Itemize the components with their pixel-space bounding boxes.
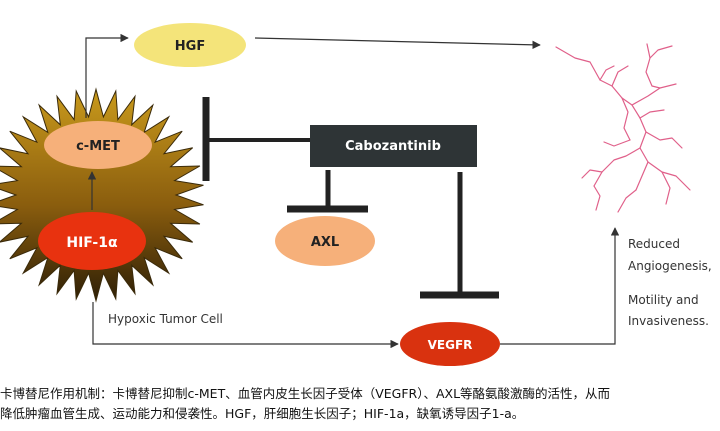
hgf-node <box>134 23 246 67</box>
connectors <box>85 33 620 349</box>
caption-line-1: 卡博替尼作用机制：卡博替尼抑制c-MET、血管内皮生长因子受体（VEGFR）、A… <box>0 386 611 401</box>
vegfr-node <box>400 322 500 366</box>
cabozantinib-box <box>310 125 477 167</box>
hgf-label: HGF <box>175 39 205 54</box>
blood-vessel-illustration <box>555 43 691 213</box>
figure-caption: 卡博替尼作用机制：卡博替尼抑制c-MET、血管内皮生长因子受体（VEGFR）、A… <box>0 384 720 424</box>
vegfr-label: VEGFR <box>428 338 473 352</box>
tumor-cell-label: Hypoxic Tumor Cell <box>108 312 223 326</box>
outcome-line-2: Angiogenesis, <box>628 259 712 273</box>
caption-line-2: 降低肿瘤血管生成、运动能力和侵袭性。HGF，肝细胞生长因子；HIF-1a，缺氧诱… <box>0 406 525 421</box>
cabozantinib-label: Cabozantinib <box>345 139 441 154</box>
hif-label: HIF-1α <box>66 235 118 251</box>
inhibition-connectors <box>202 97 499 299</box>
axl-node <box>275 216 375 266</box>
hif-node <box>38 212 146 270</box>
cmet-label: c-MET <box>76 139 120 154</box>
cmet-node <box>44 121 152 169</box>
mechanism-diagram: HGF c-MET HIF-1α Cabozantinib AXL VEGFR … <box>0 23 716 366</box>
axl-label: AXL <box>311 235 339 250</box>
outcome-line-1: Reduced <box>628 237 680 251</box>
outcome-line-4: Invasiveness. <box>628 314 709 328</box>
outcome-label: Reduced Angiogenesis, Motility and Invas… <box>628 237 716 328</box>
outcome-line-3: Motility and <box>628 293 699 307</box>
